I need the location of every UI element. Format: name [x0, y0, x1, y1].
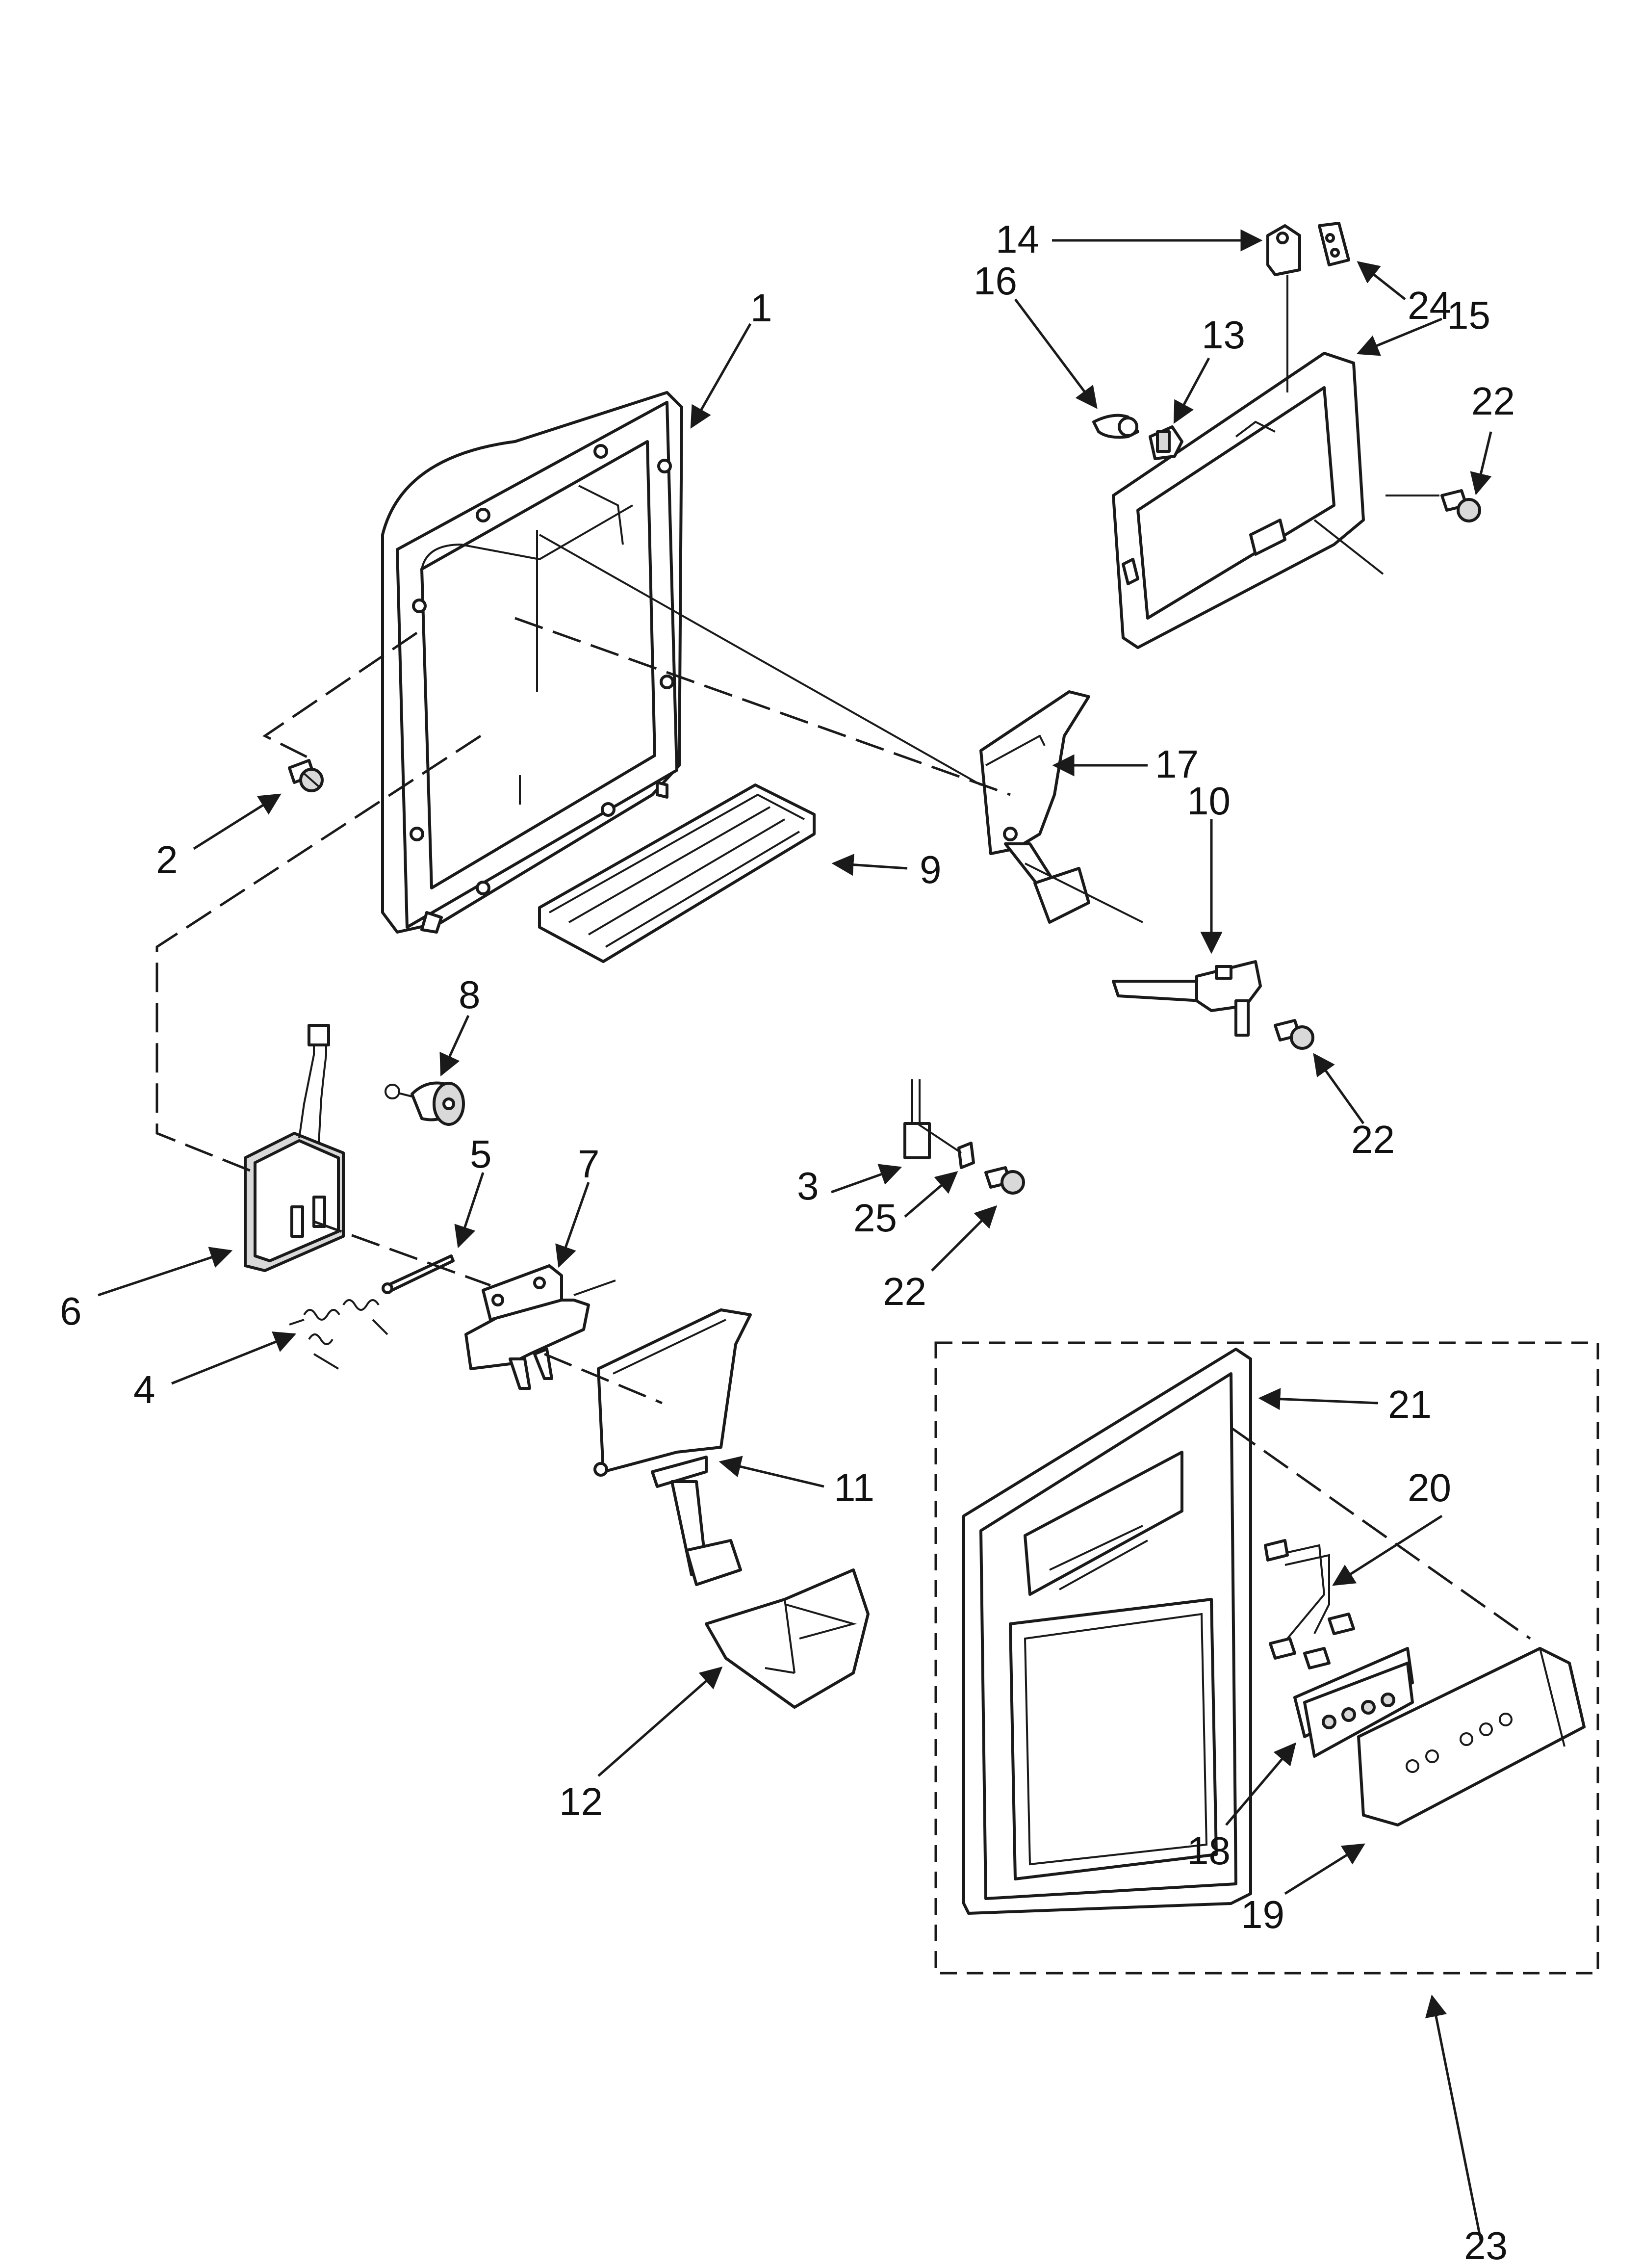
part-14-switch	[1266, 224, 1301, 392]
callout-6: 6	[60, 1289, 82, 1333]
callout-25: 25	[853, 1196, 897, 1240]
callout-14: 14	[996, 217, 1039, 261]
callout-19: 19	[1241, 1893, 1284, 1936]
part-16-bulb	[1092, 414, 1139, 439]
part-12-ice-chute	[705, 1568, 870, 1709]
part-3-clip	[903, 1079, 931, 1159]
callout-21: 21	[1388, 1382, 1432, 1426]
part-8-solenoid	[385, 1081, 465, 1126]
part-22-screw-b	[1274, 1019, 1314, 1050]
callout-4: 4	[133, 1368, 155, 1411]
callout-1: 1	[750, 286, 772, 330]
callout-16: 16	[974, 259, 1017, 303]
part-11-lever	[593, 1308, 752, 1586]
callout-numbers: 1 2 3 4 5 6 7 8 9 10 11 12 13 14 15 16 1…	[60, 217, 1515, 2268]
callout-9: 9	[920, 848, 942, 891]
part-22-screw-a	[1440, 489, 1481, 522]
callout-7: 7	[578, 1142, 600, 1186]
part-20-wire-harness	[1264, 1539, 1355, 1669]
leader-arrows	[98, 229, 1492, 2242]
assembly-lines	[155, 495, 1531, 1640]
callout-17: 17	[1155, 742, 1199, 786]
callout-20: 20	[1408, 1466, 1451, 1510]
callout-22-top: 22	[1471, 379, 1515, 423]
callout-15: 15	[1447, 293, 1490, 337]
callout-3: 3	[797, 1164, 819, 1208]
part-17-bracket	[979, 690, 1090, 924]
callout-10: 10	[1187, 779, 1231, 823]
callout-22-bottom: 22	[883, 1270, 926, 1313]
callout-18: 18	[1187, 1829, 1231, 1873]
callout-8: 8	[459, 973, 481, 1017]
part-15-light-housing	[1112, 352, 1384, 649]
part-2-screw	[288, 759, 324, 792]
part-4-springs	[289, 1299, 388, 1370]
part-18-control-board	[1293, 1647, 1414, 1758]
callout-12: 12	[559, 1780, 603, 1824]
part-10-lever	[1112, 960, 1262, 1037]
part-25-insulator	[957, 1142, 975, 1169]
part-1-dispenser-housing	[381, 391, 683, 934]
part-19-control-overlay	[1357, 1647, 1586, 1826]
part-5-pin	[382, 1254, 455, 1294]
callout-13: 13	[1202, 313, 1245, 357]
callout-24: 24	[1408, 284, 1451, 327]
part-22-screw-c	[984, 1166, 1025, 1195]
part-21-dispenser-facade	[962, 1348, 1252, 1915]
callout-11: 11	[834, 1466, 874, 1510]
part-13-socket	[1149, 425, 1183, 460]
part-6-switch-module	[244, 1024, 345, 1272]
part-24-insulator	[1318, 222, 1350, 266]
callout-23: 23	[1464, 2224, 1508, 2268]
callout-2: 2	[156, 838, 178, 882]
part-9-drip-tray	[538, 783, 816, 963]
callout-22-middle: 22	[1351, 1118, 1395, 1161]
part-7-actuator	[464, 1264, 616, 1390]
callout-5: 5	[470, 1132, 492, 1176]
assembly-23-boundary	[934, 1341, 1599, 1975]
